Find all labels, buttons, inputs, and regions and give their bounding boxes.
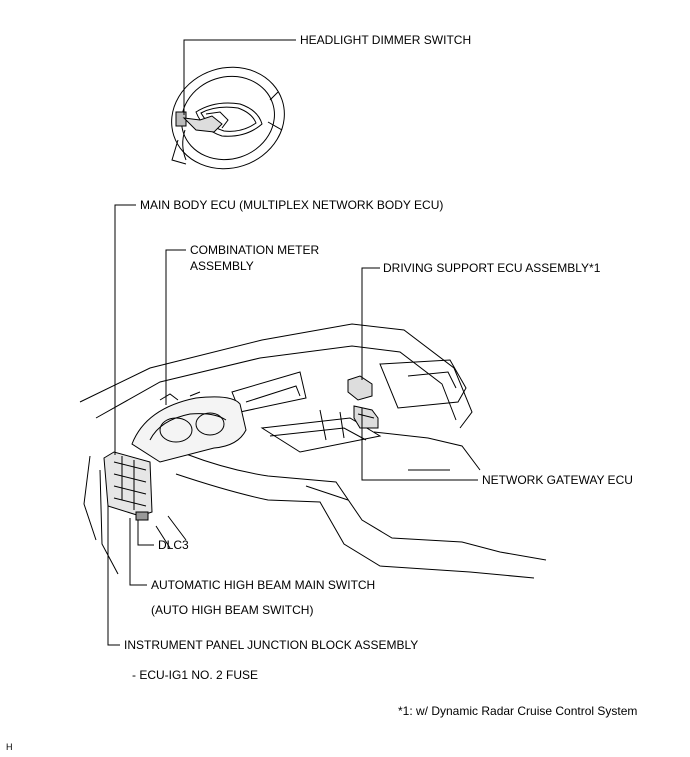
label-auto-high-beam-main-switch: AUTOMATIC HIGH BEAM MAIN SWITCH [151,578,376,592]
junction-block-drawing [103,451,153,517]
ecu-units-drawing [347,375,379,429]
label-dlc3: DLC3 [158,538,189,552]
label-combination-meter-line2: ASSEMBLY [190,259,254,273]
label-network-gateway-ecu: NETWORK GATEWAY ECU [482,473,633,487]
label-ecu-ig1-fuse: - ECU-IG1 NO. 2 FUSE [132,668,259,682]
combination-meter-drawing [131,391,247,463]
label-headlight-dimmer-switch: HEADLIGHT DIMMER SWITCH [300,33,472,47]
dlc3-connector-drawing [135,511,149,521]
label-combination-meter-line1: COMBINATION METER [190,243,320,257]
label-instrument-panel-jb: INSTRUMENT PANEL JUNCTION BLOCK ASSEMBLY [124,638,419,652]
label-main-body-ecu: MAIN BODY ECU (MULTIPLEX NETWORK BODY EC… [140,198,444,212]
label-auto-high-beam-switch: (AUTO HIGH BEAM SWITCH) [151,603,314,617]
footnote: *1: w/ Dynamic Radar Cruise Control Syst… [398,704,638,718]
corner-mark: H [6,742,13,752]
label-driving-support-ecu: DRIVING SUPPORT ECU ASSEMBLY*1 [383,261,601,275]
headlight-dimmer-switch-drawing [175,111,229,133]
leader-lines [107,39,478,646]
